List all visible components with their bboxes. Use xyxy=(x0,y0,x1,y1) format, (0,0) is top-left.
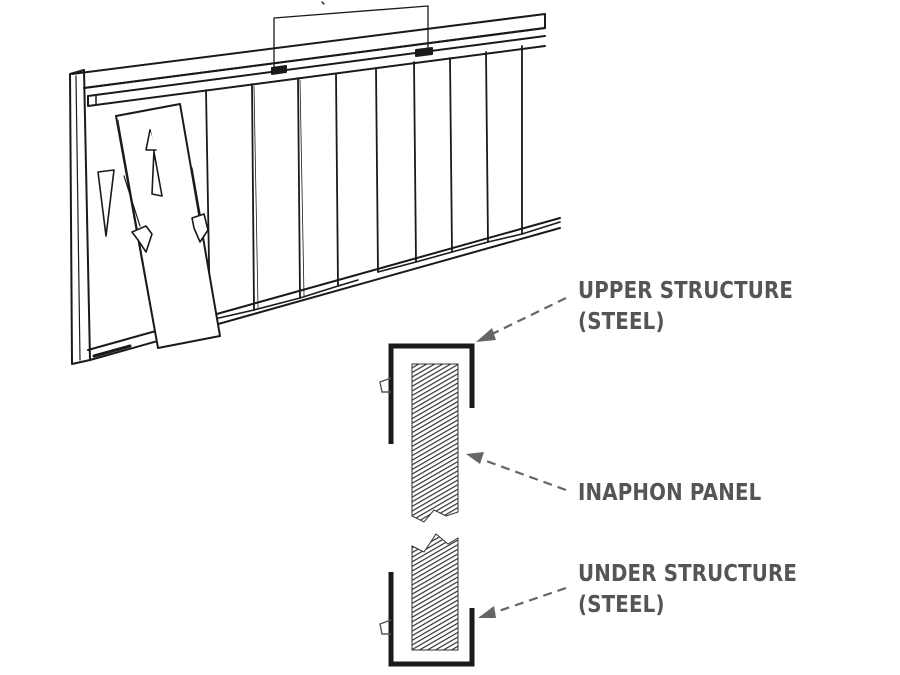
dimension-marker xyxy=(273,1,429,69)
inaphon-panel-leader xyxy=(466,452,567,492)
upper-structure-leader xyxy=(476,297,567,342)
under-steel-channel xyxy=(388,572,475,667)
under-structure-label-line2: (STEEL) xyxy=(578,592,665,618)
motion-arrows xyxy=(97,129,209,253)
inaphon-panel-label: INAPHON PANEL xyxy=(578,478,761,509)
leader-arrows xyxy=(466,297,567,618)
lower-clip xyxy=(379,619,392,635)
section-detail xyxy=(379,343,475,667)
wall-panel-sketch xyxy=(69,1,561,365)
under-structure-label: UNDER STRUCTURE (STEEL) xyxy=(578,559,797,621)
top-rail xyxy=(71,13,546,107)
upper-steel-channel xyxy=(388,343,475,444)
upper-structure-label: UPPER STRUCTURE (STEEL) xyxy=(578,276,793,338)
upper-clip xyxy=(379,377,392,393)
frame-left-post xyxy=(69,69,91,365)
inaphon-panel-lower xyxy=(411,533,459,651)
inaphon-panel-upper xyxy=(411,363,459,523)
upper-structure-label-line1: UPPER STRUCTURE xyxy=(578,278,794,304)
panel-seams xyxy=(205,45,523,321)
panel-bottom-edges xyxy=(209,221,561,321)
under-structure-leader xyxy=(478,586,567,618)
inaphon-panel-label-line1: INAPHON PANEL xyxy=(578,480,762,506)
upper-structure-label-line2: (STEEL) xyxy=(578,309,665,335)
under-structure-label-line1: UNDER STRUCTURE xyxy=(578,561,798,587)
